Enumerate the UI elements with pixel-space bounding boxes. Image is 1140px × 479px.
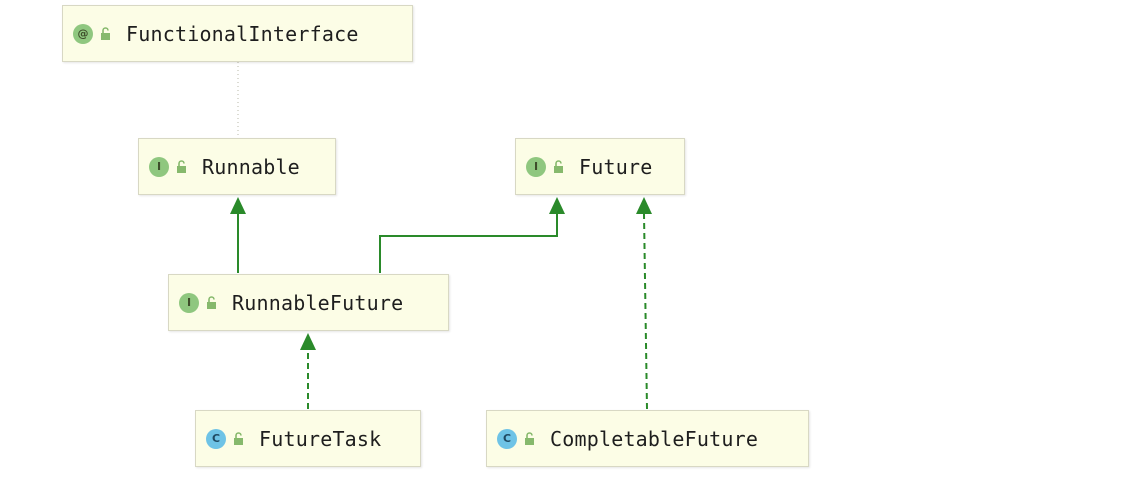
unlock-icon (234, 431, 243, 445)
node-completable-future[interactable]: C CompletableFuture (486, 410, 809, 467)
class-icon: C (206, 428, 226, 449)
arrowhead-future-right (636, 197, 652, 214)
arrowhead-runnablefuture (300, 333, 316, 350)
node-future[interactable]: I Future (515, 138, 685, 195)
node-label: Runnable (202, 154, 300, 179)
annotation-icon: @ (73, 23, 93, 44)
node-functional-interface[interactable]: @ FunctionalInterface (62, 5, 413, 62)
node-label: RunnableFuture (232, 290, 404, 315)
class-icon: C (497, 428, 517, 449)
node-runnable[interactable]: I Runnable (138, 138, 336, 195)
interface-icon: I (526, 156, 546, 177)
arrowhead-future-left (549, 197, 565, 214)
node-label: CompletableFuture (550, 426, 759, 451)
arrowhead-runnable (230, 197, 246, 214)
node-runnable-future[interactable]: I RunnableFuture (168, 274, 449, 331)
unlock-icon (554, 159, 563, 173)
unlock-icon (207, 295, 216, 309)
unlock-icon (525, 431, 534, 445)
edge-runnablefuture-future (379, 214, 558, 273)
unlock-icon (177, 159, 186, 173)
unlock-icon (101, 26, 110, 40)
node-label: FunctionalInterface (126, 21, 359, 46)
interface-icon: I (149, 156, 169, 177)
edge-completablefuture-future (643, 213, 648, 410)
node-label: FutureTask (259, 426, 382, 451)
node-future-task[interactable]: C FutureTask (195, 410, 421, 467)
interface-icon: I (179, 292, 199, 313)
node-label: Future (579, 154, 653, 179)
